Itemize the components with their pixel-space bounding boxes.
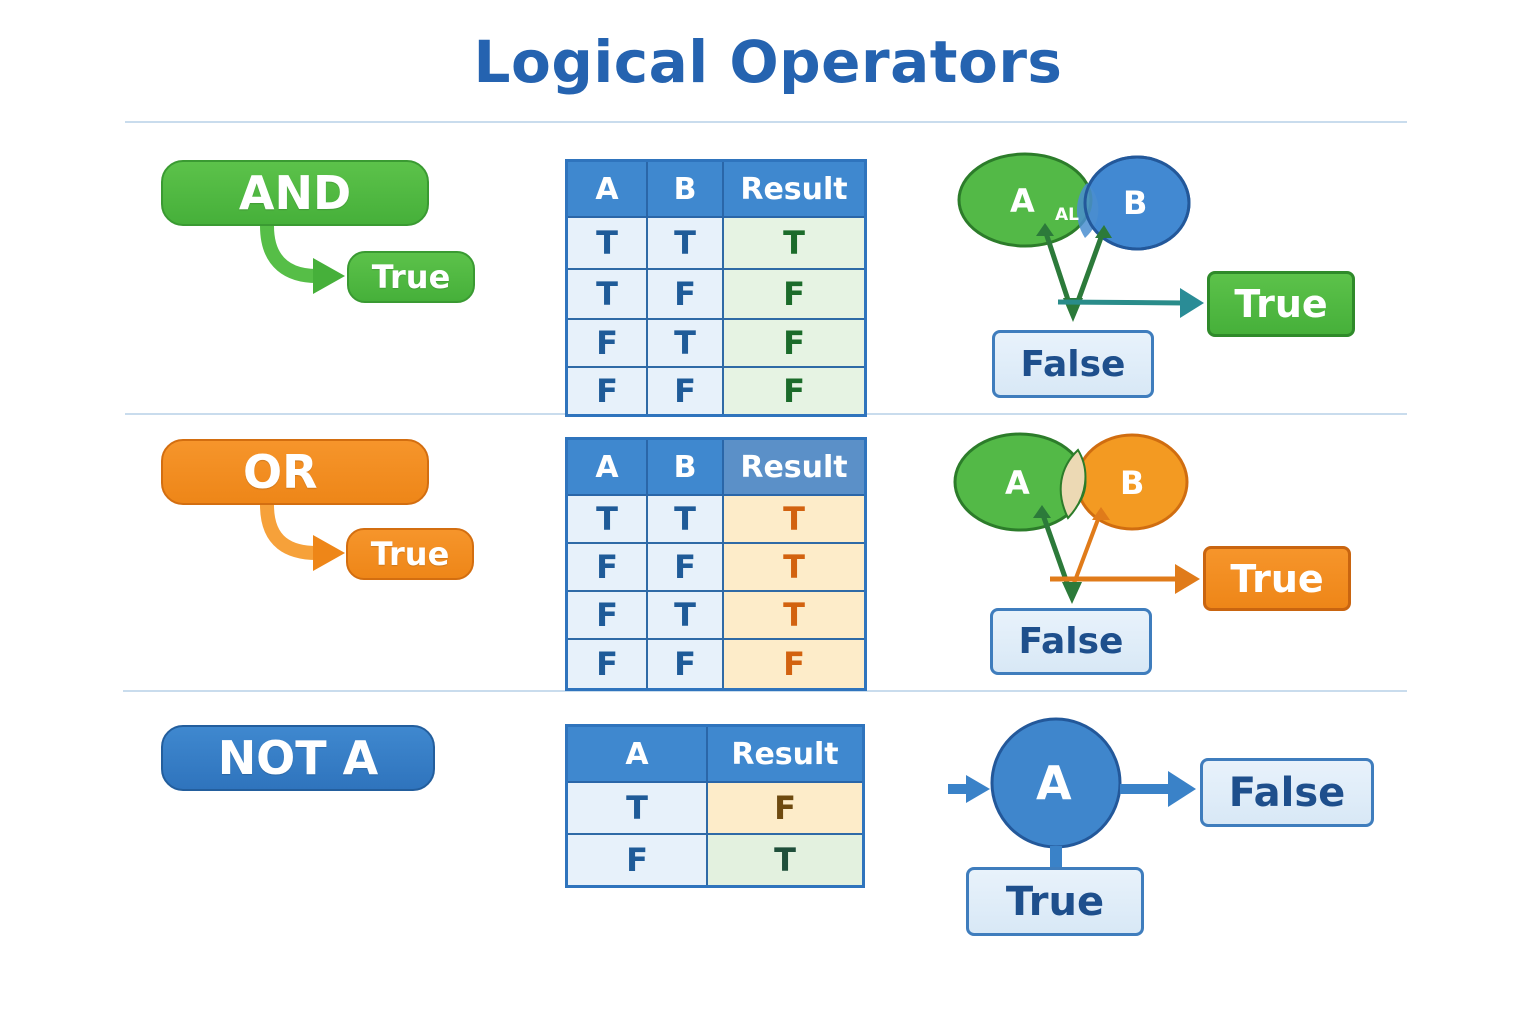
cell-b: T [646, 318, 724, 368]
cell-result: T [722, 494, 867, 544]
not-true-box: True [966, 867, 1144, 936]
and-venn-diagram: A B AL [957, 152, 1204, 322]
and-operator-label: AND [161, 160, 429, 226]
and-false-box: False [992, 330, 1154, 398]
cell-b: F [646, 638, 724, 690]
table-header-row: A B Result [565, 437, 867, 496]
or-truth-table: A B Result T T T F F T F T T F [565, 437, 867, 691]
connector-stem [1050, 846, 1062, 868]
header-a: A [565, 437, 648, 496]
venn-label-a: A [1010, 182, 1035, 220]
page-title: Logical Operators [473, 28, 1063, 96]
arrow-head-b [1095, 225, 1112, 238]
cell-result: T [722, 542, 867, 592]
header-a: A [565, 159, 648, 218]
header-a: A [565, 724, 708, 783]
cell-result: T [722, 590, 867, 640]
cell-result: T [722, 216, 867, 270]
not-diagram: A [948, 717, 1196, 868]
table-row: T T T [565, 494, 867, 544]
input-arrow-icon [966, 775, 990, 803]
divider-top [125, 121, 1407, 123]
table-row: F T T [565, 590, 867, 640]
cell-result: F [722, 366, 867, 416]
cell-result: T [706, 833, 865, 887]
table-row: T F F [565, 268, 867, 320]
not-false-box: False [1200, 758, 1374, 827]
cell-b: T [646, 494, 724, 544]
table-row: T T T [565, 216, 867, 270]
cell-a: F [565, 590, 648, 640]
or-operator-label: OR [161, 439, 429, 505]
cell-result: F [706, 781, 865, 835]
header-result: Result [706, 724, 865, 783]
cell-a: F [565, 833, 708, 887]
or-false-box: False [990, 608, 1152, 675]
header-result: Result [722, 437, 867, 496]
table-row: F T F [565, 318, 867, 368]
or-output-true: True [346, 528, 474, 580]
cell-a: T [565, 781, 708, 835]
and-truth-table: A B Result T T T T F F F T F F [565, 159, 867, 417]
or-venn-diagram: A B [953, 432, 1200, 604]
venn-label-b: B [1123, 184, 1147, 222]
venn-overlap-label: AL [1055, 205, 1079, 225]
cell-b: T [646, 590, 724, 640]
table-row: F T [565, 833, 865, 887]
table-header-row: A B Result [565, 159, 867, 218]
venn-overlap [1059, 448, 1087, 520]
header-b: B [646, 437, 724, 496]
cell-a: F [565, 318, 648, 368]
not-truth-table: A Result T F F T [565, 724, 865, 888]
table-row: F F F [565, 366, 867, 416]
table-row: T F [565, 781, 865, 835]
cell-result: F [722, 268, 867, 320]
arrow-head-a [1033, 505, 1051, 518]
venn-label-b: B [1120, 464, 1144, 502]
output-arrow-icon [1168, 771, 1196, 807]
header-result: Result [722, 159, 867, 218]
cell-a: F [565, 638, 648, 690]
cell-a: T [565, 494, 648, 544]
table-row: F F F [565, 638, 867, 690]
venn-overlap [1076, 183, 1099, 238]
divider-or-not [123, 690, 1407, 692]
arrow-to-true [1180, 288, 1204, 318]
cell-b: F [646, 268, 724, 320]
or-true-box: True [1203, 546, 1351, 611]
cell-b: T [646, 216, 724, 270]
cell-a: F [565, 542, 648, 592]
arrow-to-true [1175, 564, 1200, 594]
arrow-head-a [1036, 223, 1054, 236]
not-operator-label: NOT A [161, 725, 435, 791]
not-circle-label: A [1036, 756, 1072, 810]
cell-a: T [565, 268, 648, 320]
table-header-row: A Result [565, 724, 865, 783]
and-curved-arrow-icon [260, 225, 345, 294]
cell-result: F [722, 318, 867, 368]
cell-b: F [646, 542, 724, 592]
and-true-box: True [1207, 271, 1355, 337]
cell-b: F [646, 366, 724, 416]
venn-label-a: A [1005, 464, 1030, 502]
cell-a: T [565, 216, 648, 270]
and-output-true: True [347, 251, 475, 303]
header-b: B [646, 159, 724, 218]
cell-a: F [565, 366, 648, 416]
arrow-head-b [1092, 507, 1110, 520]
or-curved-arrow-icon [260, 504, 345, 571]
table-row: F F T [565, 542, 867, 592]
cell-result: F [722, 638, 867, 690]
